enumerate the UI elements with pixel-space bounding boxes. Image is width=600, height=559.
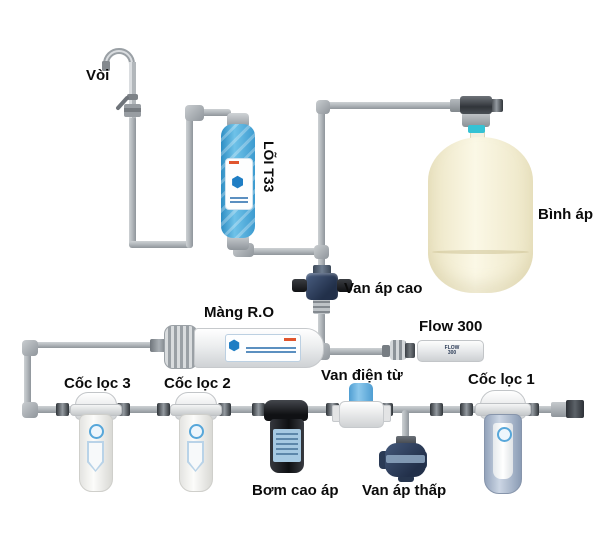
filter1-logo-ring [497, 427, 512, 442]
tank-valve-left-fitting [450, 99, 462, 112]
pump-label [273, 429, 301, 462]
lp-valve-body [385, 443, 426, 477]
pipe-connector [157, 403, 170, 416]
pipe-membrane-inlet [32, 342, 154, 348]
pump-head [264, 400, 308, 421]
pipe-below-valve [318, 312, 325, 352]
filter2-shield [187, 441, 204, 472]
tank-seam [432, 250, 529, 254]
check-valve-small [382, 345, 390, 357]
elbow-loop-top [185, 105, 204, 121]
inlet-fitting [551, 402, 567, 417]
label-hp-valve: Van áp cao [344, 280, 423, 297]
lp-valve-ear-left [379, 451, 389, 469]
label-pressure-tank: Bình áp [538, 206, 593, 223]
pipe-main-vertical [318, 102, 325, 270]
pipe-lpv-drop [402, 410, 409, 443]
pump-body [270, 419, 304, 473]
lp-valve-top-fitting [396, 436, 416, 446]
hp-valve-top-band [313, 265, 331, 276]
check-valve-dark [405, 343, 415, 358]
t33-sticker: ⬢ [225, 158, 253, 210]
tank-valve-body [462, 112, 490, 127]
lp-valve-bottom-nub [398, 475, 414, 482]
solenoid-cap [349, 383, 373, 405]
hp-valve-body [306, 273, 338, 300]
pressure-tank [428, 137, 533, 293]
filter1-housing [484, 414, 522, 494]
pipe-faucet-down [129, 116, 136, 247]
label-ro-membrane: Màng R.O [204, 304, 274, 321]
label-filter2: Cốc lọc 2 [164, 375, 231, 392]
hp-valve-knob-right [337, 279, 352, 292]
pipe-to-t33-top [189, 109, 231, 116]
label-flow300: Flow 300 [419, 318, 483, 335]
tank-valve-right-fitting [490, 99, 503, 112]
pipe-t33-out [248, 248, 324, 255]
elbow-left-top [22, 340, 38, 356]
pipe-loop-up [186, 109, 193, 248]
pipe-flow-line [320, 348, 386, 355]
filter3-logo-ring [89, 424, 104, 439]
inlet-end-cap [566, 400, 584, 418]
pipe-connector [56, 403, 69, 416]
faucet-icon [102, 48, 141, 118]
pipe-connector [460, 403, 473, 416]
hp-valve-thread [313, 298, 330, 314]
pipe-left-down [24, 343, 31, 413]
t33-hexagon-logo: ⬢ [231, 174, 245, 191]
hp-valve-knob-left [292, 279, 307, 292]
label-filter1: Cốc lọc 1 [468, 371, 535, 388]
filter3-shield [87, 441, 104, 472]
membrane-hexagon-logo: ⬢ [228, 337, 241, 353]
label-filter3: Cốc lọc 3 [64, 375, 131, 392]
elbow-left-bottom [22, 402, 38, 418]
tee-main-junction [314, 245, 329, 259]
membrane-inlet-connector [150, 339, 168, 352]
flow-restrictor-print: FLOW 300 [444, 345, 460, 356]
pipe-top-to-tank [318, 102, 458, 109]
membrane-sticker: ⬢ [225, 334, 301, 362]
membrane-left-collar [164, 325, 198, 369]
t33-cartridge: ⬢ [221, 124, 255, 238]
solenoid-body [339, 401, 384, 428]
check-valve-ribbed [390, 340, 406, 360]
label-solenoid: Van điện từ [321, 367, 403, 384]
t33-bottom-cap [227, 234, 249, 250]
lp-valve-band [386, 455, 425, 463]
label-lp-valve: Van áp thấp [362, 482, 447, 499]
tank-valve-clip [468, 125, 485, 133]
label-pump: Bơm cao áp [252, 482, 339, 499]
label-faucet: Vòi [86, 67, 110, 84]
pipe-connector [430, 403, 443, 416]
label-t33: LÕI T33 [261, 141, 277, 193]
pipe-connector [252, 403, 265, 416]
tank-ball-valve [460, 96, 492, 114]
flow-restrictor-body: FLOW 300 [417, 340, 484, 362]
elbow-top-left [316, 100, 330, 114]
pipe-loop-bottom [129, 241, 193, 248]
filter2-logo-ring [189, 424, 204, 439]
ro-membrane-body: ⬢ [194, 328, 324, 368]
